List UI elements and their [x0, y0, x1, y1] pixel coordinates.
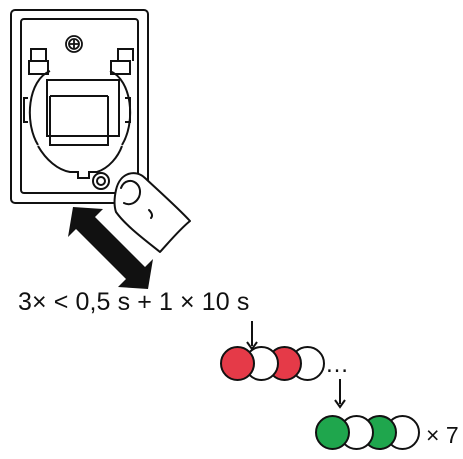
double-arrow-icon	[68, 207, 153, 289]
finger-icon	[113, 172, 191, 253]
down-arrow-icon	[334, 379, 346, 409]
repeat-count: × 7	[426, 422, 459, 448]
led-sequence-green	[315, 413, 421, 459]
device-back-icon	[10, 9, 149, 204]
screw-icon	[65, 35, 83, 53]
reset-formula: 3× < 0,5 s + 1 × 10 s	[18, 288, 250, 316]
led-sequence-red	[220, 344, 326, 390]
device-reset-illustration	[10, 9, 191, 289]
led-red	[220, 346, 255, 381]
led-green	[315, 415, 350, 450]
continuation-ellipsis: …	[325, 351, 350, 378]
